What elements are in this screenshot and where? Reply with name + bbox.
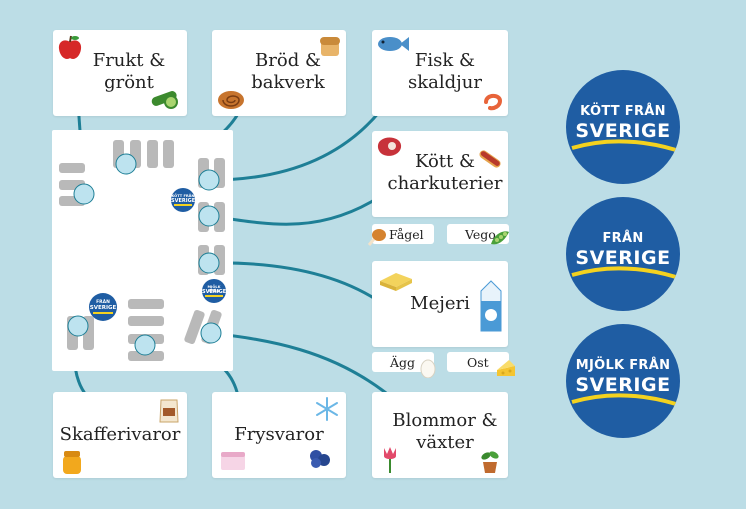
fish-icon xyxy=(378,37,409,51)
shelf xyxy=(214,158,225,188)
badge-swoosh xyxy=(571,139,677,152)
pill-vego[interactable]: Vego xyxy=(447,224,509,245)
cucumber-icon xyxy=(151,91,178,109)
map-badge-kott-fran-sverige: KÖTT FRÅN SVERIGE xyxy=(171,188,195,212)
flour-bag-icon xyxy=(159,399,179,423)
map-badge-mjolk-fran-sverige: MJÖLK FRÅN SVERIGE xyxy=(202,279,226,303)
section-frukt-gront[interactable]: Frukt & grönt xyxy=(53,30,187,116)
steak-icon xyxy=(377,137,402,156)
milk-carton-icon xyxy=(480,280,502,332)
honey-jar-icon xyxy=(63,451,81,474)
shelf xyxy=(83,316,94,350)
pill-ost[interactable]: Ost xyxy=(447,352,515,376)
butter-icon xyxy=(380,273,412,291)
snowflake-icon xyxy=(316,397,338,421)
marker-frukt xyxy=(73,183,95,205)
section-mejeri[interactable]: Mejeri xyxy=(372,261,508,347)
section-blommor-vaxter[interactable]: Blommor & växter xyxy=(372,392,508,478)
section-frysvaror[interactable]: Frysvaror xyxy=(212,392,346,478)
shelf xyxy=(128,351,164,361)
shelf xyxy=(130,140,141,168)
marker-blommor xyxy=(200,322,222,344)
marker-skafferi xyxy=(67,315,89,337)
marker-mejeri xyxy=(198,252,220,274)
egg-icon xyxy=(420,359,436,378)
marker-kott xyxy=(198,205,220,227)
badge-swoosh xyxy=(571,266,677,279)
shrimp-icon xyxy=(484,93,503,111)
shelf xyxy=(147,140,158,168)
hotdog-icon xyxy=(479,150,501,168)
badge-swoosh xyxy=(571,393,677,406)
shelf xyxy=(113,140,124,168)
shelf xyxy=(128,316,164,326)
pill-agg[interactable]: Ägg xyxy=(372,352,436,378)
shelf xyxy=(163,140,174,168)
badge-kott-fran-sverige: KÖTT FRÅN SVERIGE xyxy=(566,70,680,184)
section-fisk-skaldjur[interactable]: Fisk & skaldjur xyxy=(372,30,508,116)
marker-fisk xyxy=(198,169,220,191)
section-skafferivaror[interactable]: Skafferivaror xyxy=(53,392,187,478)
marker-brod xyxy=(115,153,137,175)
section-kott-charkuterier[interactable]: Kött & charkuterier xyxy=(372,131,508,217)
pea-pod-icon xyxy=(491,231,509,245)
apple-icon xyxy=(58,35,82,59)
chicken-leg-icon xyxy=(367,229,386,246)
shelf xyxy=(59,196,85,206)
section-brod-bakverk[interactable]: Bröd & bakverk xyxy=(212,30,346,116)
shelf xyxy=(214,202,225,232)
bread-icon xyxy=(320,37,340,56)
potted-plant-icon xyxy=(481,451,499,473)
badge-fran-sverige: FRÅN SVERIGE xyxy=(566,197,680,311)
pill-fagel[interactable]: Fågel xyxy=(367,224,434,246)
shelf xyxy=(214,245,225,275)
ice-cream-box-icon xyxy=(221,452,245,470)
tulip-icon xyxy=(384,447,396,473)
badge-mjolk-fran-sverige: MJÖLK FRÅN SVERIGE xyxy=(566,324,680,438)
shelf xyxy=(59,163,85,173)
connector-fisk xyxy=(209,108,383,182)
shelf xyxy=(128,299,164,309)
marker-frys xyxy=(134,334,156,356)
cinnamon-bun-icon xyxy=(218,91,244,109)
map-badge-fran-sverige: FRÅN SVERIGE xyxy=(89,293,117,321)
blueberries-icon xyxy=(310,450,330,468)
shelf xyxy=(59,180,85,190)
cheese-icon xyxy=(497,360,515,376)
